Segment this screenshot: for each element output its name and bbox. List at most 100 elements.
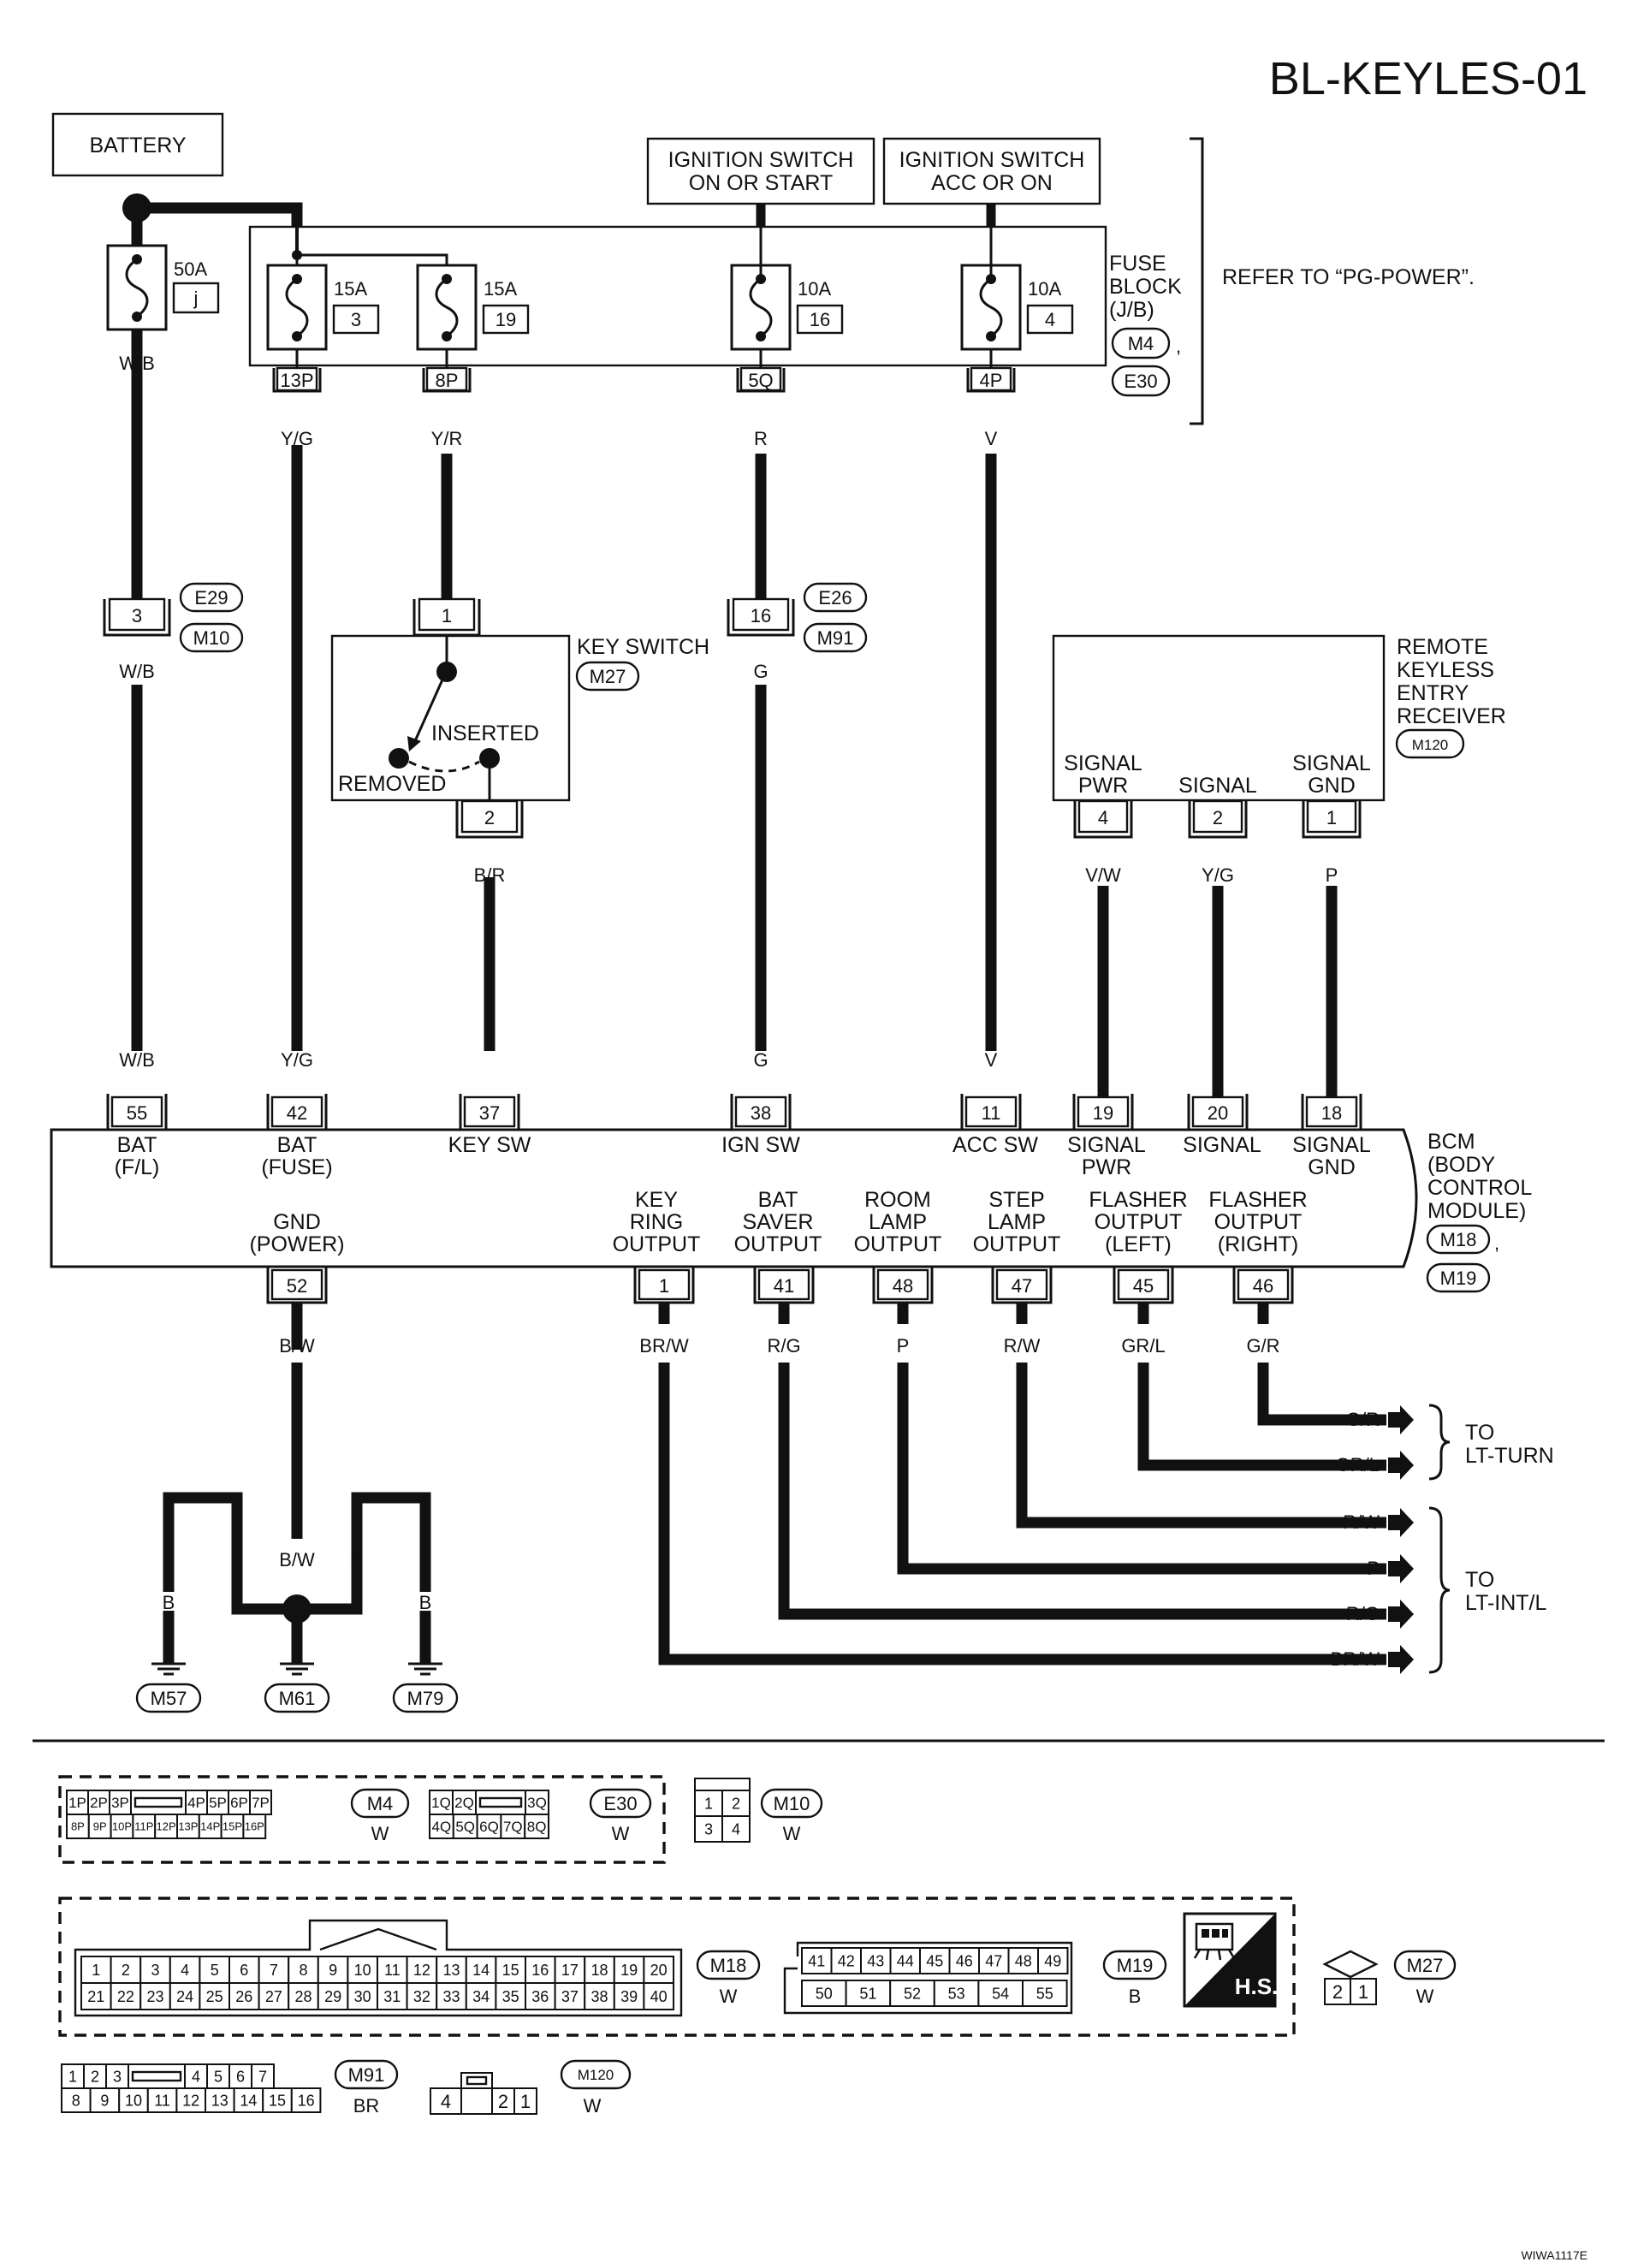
bcm-pin-52: 52 <box>266 1267 328 1304</box>
rke-title-1: REMOTE <box>1397 635 1488 659</box>
rke-title-4: RECEIVER <box>1397 704 1506 728</box>
cv-m18-pin: 26 <box>235 1988 252 2005</box>
cv-m18-pin: 37 <box>561 1988 579 2005</box>
bcm-pin-41: 41 <box>753 1267 815 1304</box>
cv-m4-id: M4 <box>367 1793 394 1814</box>
gnd-wire-2: B <box>231 1549 244 1570</box>
cv-m18-pin: 33 <box>442 1988 460 2005</box>
ground-network: B B B/W B B M57 M61 M79 <box>135 1492 459 1713</box>
fuse-1-amp: 15A <box>334 278 367 300</box>
wire-c3-a: Y/R <box>431 428 463 449</box>
wire-c4-b: G <box>753 661 768 682</box>
cv-m120-pin-1: 1 <box>520 2091 531 2112</box>
arrow-icon-gr <box>1388 1405 1414 1434</box>
cv-m18-pin: 10 <box>354 1962 371 1979</box>
cv-m4-pin: 11P <box>134 1820 153 1833</box>
bcm-pin-1-l3: OUTPUT <box>613 1232 701 1256</box>
cv-m18-pin: 30 <box>354 1988 371 2005</box>
bcm-pin-38-l1: IGN SW <box>721 1133 800 1157</box>
cv-m27-pin-2: 2 <box>1332 1981 1343 2003</box>
cv-m91-id: M91 <box>348 2064 385 2086</box>
fuse-3-num: 16 <box>810 309 830 330</box>
bcm-pin-37-l1: KEY SW <box>448 1133 531 1157</box>
cv-m18-pin: 25 <box>206 1988 223 2005</box>
cv-m19-cell <box>1037 1947 1069 1974</box>
bcm-pin-55-num: 55 <box>127 1102 147 1124</box>
cv-e30-pin: 7Q <box>503 1819 523 1835</box>
svg-text:BAT(F/L): BAT(F/L) <box>115 1133 160 1179</box>
bcm-pin-41-l2: SAVER <box>743 1210 814 1234</box>
cv-m4-cell <box>242 1814 267 1839</box>
fuse-2-num: 19 <box>496 309 516 330</box>
bcm-conn-m19: M19 <box>1440 1268 1477 1289</box>
battery: BATTERY <box>51 112 224 177</box>
cv-m4-pin: 13P <box>178 1820 198 1833</box>
wire-out-6: G/R <box>1246 1335 1279 1357</box>
fuse-block-conn-m4: M4 <box>1128 333 1154 354</box>
fb-terminal-13p: 13P <box>272 349 322 393</box>
cv-m19-pin: 48 <box>1015 1952 1032 1969</box>
connector-view-m120: 4 2 1 <box>430 2072 537 2115</box>
footer-code: WIWA1117E <box>1521 2248 1587 2262</box>
cv-m18-cell <box>80 1982 112 2010</box>
cv-m91-cell <box>262 2087 293 2113</box>
cv-m18-cell <box>139 1982 171 2010</box>
svg-text:GND(POWER): GND(POWER) <box>249 1210 344 1256</box>
to-lt-turn-1: TO <box>1465 1421 1494 1445</box>
cv-m27-pin-1: 1 <box>1358 1981 1368 2003</box>
cv-m91-color: BR <box>353 2095 380 2117</box>
ground-icon-m61 <box>280 1662 314 1676</box>
cv-m19-id: M19 <box>1117 1955 1154 1976</box>
cv-m18-cell <box>584 1956 615 1984</box>
cv-m91-pin: 5 <box>214 2068 223 2085</box>
wire-c1-a: W/B <box>119 353 155 374</box>
cv-m19-pin: 47 <box>985 1952 1002 1969</box>
cv-m18-pin: 13 <box>442 1962 460 1979</box>
arrow-icon-rw <box>1388 1508 1414 1537</box>
fuse-15a-19: 15A 19 <box>416 264 530 351</box>
bcm-pin-1: 1 <box>633 1267 695 1304</box>
cv-m18-pin: 39 <box>620 1988 638 2005</box>
cv-m18-cell <box>258 1982 290 2010</box>
to-lt-int-2: LT-INT/L <box>1465 1591 1546 1615</box>
cv-m91-cell <box>89 2087 121 2113</box>
cv-e30-pin: 2Q <box>454 1795 474 1811</box>
cv-m18-pin: 35 <box>502 1988 519 2005</box>
hs-badge: H.S. <box>1183 1912 1278 2008</box>
bcm-pin-47-l1: STEP <box>988 1188 1044 1212</box>
rke-title-2: KEYLESS <box>1397 658 1494 682</box>
cv-m4-pin: 12P <box>157 1820 176 1833</box>
cv-m120-color: W <box>584 2095 602 2117</box>
arrow-label-p: P <box>1367 1558 1380 1579</box>
cv-m18-pin: 36 <box>531 1988 549 2005</box>
cv-m4-pin: 8P <box>71 1820 85 1833</box>
cv-e30-cell <box>500 1814 526 1839</box>
wire-c2-b: Y/G <box>281 1049 313 1071</box>
e26-pin: 16 <box>751 605 771 626</box>
cv-m18-pin: 22 <box>117 1988 134 2005</box>
cv-e30-pin: 1Q <box>431 1795 451 1811</box>
rke-pin1-label-1: SIGNAL <box>1064 751 1142 775</box>
cv-m19-cell <box>919 1947 951 1974</box>
e26-id: E26 <box>818 587 852 609</box>
cv-m18-pin: 32 <box>413 1988 430 2005</box>
gnd-wire-4: B <box>351 1549 364 1570</box>
ign1-line-2: ON OR START <box>689 171 834 195</box>
cv-m18-pin: 7 <box>270 1962 278 1979</box>
connector-e29-m10: 3 E29 M10 <box>103 582 244 653</box>
bcm-pin-19-l1: SIGNAL <box>1067 1133 1146 1157</box>
cv-m91-cell <box>175 2087 206 2113</box>
cv-m18-cell <box>377 1956 408 1984</box>
bcm-pin-55-l1: BAT <box>117 1133 157 1157</box>
bcm-pin-52-l1: GND <box>273 1210 321 1234</box>
cv-m18-pin: 29 <box>324 1988 341 2005</box>
cv-m4-cell <box>185 1790 208 1815</box>
cv-m91-pin: 10 <box>125 2092 142 2109</box>
bcm-pin-55: 55 BAT(F/L) <box>106 1094 168 1179</box>
